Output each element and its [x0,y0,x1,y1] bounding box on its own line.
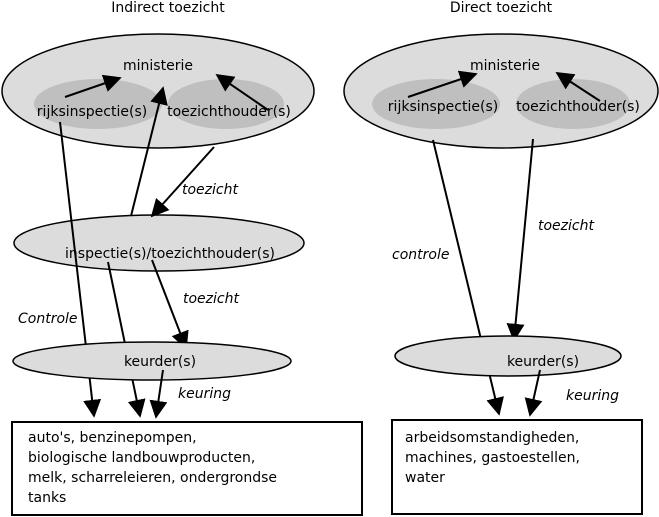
left-rijksinspectie-label: rijksinspectie(s) [37,104,147,120]
right-rijksinspectie-label: rijksinspectie(s) [388,99,498,115]
right-toezicht-label: toezicht [538,218,594,234]
left-keuring-arrow [149,369,168,419]
left-toezichthouder-label: toezichthouder(s) [167,104,291,120]
right-rijks-to-ministry-arrow [407,70,478,98]
left-toezicht-lower-label: toezicht [183,291,239,307]
right-toezichthouder-ellipse [516,79,630,129]
right-toezicht-to-ministry-arrow [555,72,601,102]
left-toezichthouder-ellipse [168,79,284,129]
left-objects-line: melk, scharreleieren, ondergrondse [28,470,278,486]
left-controle-label: Controle [18,311,78,327]
left-keurder-ellipse [12,341,292,381]
left-toezicht-to-ministry-arrow [215,73,269,111]
left-keuring-label: keuring [178,386,231,402]
right-rijksinspectie-ellipse [372,79,500,129]
left-toezicht-lower-arrow [151,259,189,350]
left-ministerie-label: ministerie [123,58,193,74]
left-objects-box [11,421,363,516]
left-toezicht-upper-arrow [150,146,215,218]
left-rijks-to-ministry-arrow [64,74,122,98]
right-objects-line: arbeidsomstandigheden, [405,430,580,446]
right-keuring-label: keuring [566,388,619,404]
right-objects-line: machines, gastoestellen, [405,450,580,466]
right-toezicht-arrow [506,138,534,342]
left-objects-text: auto's, benzinepompen, biologische landb… [28,428,277,508]
right-keurder-ellipse [394,335,622,377]
right-toezichthouder-label: toezichthouder(s) [516,99,640,115]
right-objects-box [391,419,643,515]
right-title: Direct toezicht [450,0,553,16]
left-objects-line: auto's, benzinepompen, [28,430,197,446]
right-ministerie-label: ministerie [470,58,540,74]
right-objects-text: arbeidsomstandigheden, machines, gastoes… [405,428,580,488]
left-objects-line: biologische landbouwproducten, [28,450,256,466]
right-objects-line: water [405,470,445,486]
left-inspectie-to-box-arrow [107,261,146,418]
left-toezicht-upper-label: toezicht [182,182,238,198]
left-inspectie-label: inspectie(s)/toezichthouder(s) [65,246,275,262]
left-title: Indirect toezicht [111,0,225,16]
left-inspectie-to-ministry-arrow [130,86,168,217]
left-inspectie-ellipse [13,214,305,272]
left-objects-line: tanks [28,490,67,506]
right-keuring-arrow [524,369,543,417]
right-keurder-label: keurder(s) [507,354,579,370]
left-rijksinspectie-ellipse [34,79,162,129]
left-keurder-label: keurder(s) [124,354,196,370]
right-controle-label: controle [392,247,449,263]
